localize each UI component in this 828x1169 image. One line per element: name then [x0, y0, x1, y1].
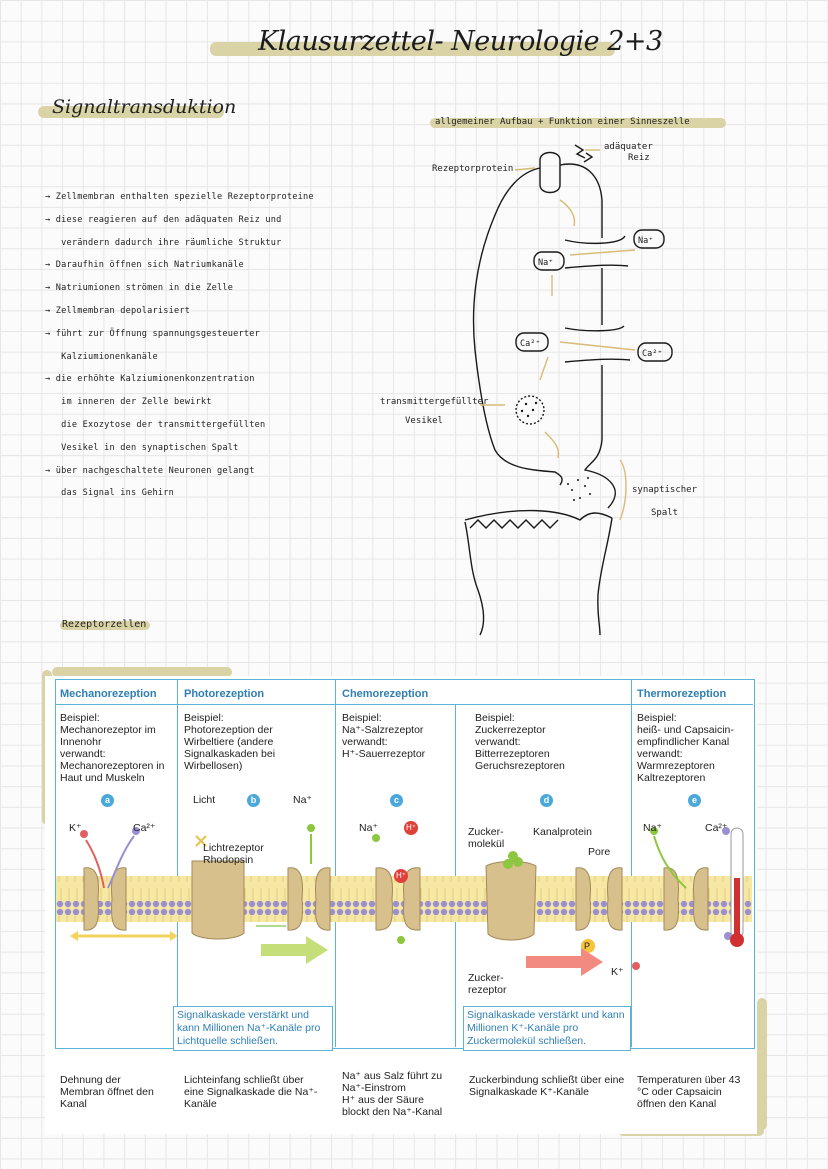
page-title: Klausurzettel- Neurologie 2+3	[258, 26, 663, 57]
ca-label-a: Ca²⁺	[133, 822, 156, 834]
badge-a: a	[101, 794, 114, 807]
adequate-stimulus-label-2: Reiz	[628, 153, 650, 163]
bottom-text-e: Temperaturen über 43 °C oder Capsaicin ö…	[637, 1074, 741, 1110]
example-a: Beispiel: Mechanorezeptor im Innenohr ve…	[60, 712, 165, 784]
bullet-item: im inneren der Zelle bewirkt	[45, 397, 212, 408]
k-label-d: K⁺	[611, 966, 624, 978]
vesicle-label-2: Vesikel	[405, 416, 443, 426]
bullet-item: → Daraufhin öffnen sich Natriumkanäle	[45, 260, 244, 271]
diagram-heading-highlight	[430, 118, 726, 128]
receptor-figure: Mechanorezeption Photorezeption Chemorez…	[45, 676, 757, 1134]
col-divider	[455, 704, 456, 1047]
bottom-text-d: Zuckerbindung schließt über eine Signalk…	[469, 1074, 625, 1098]
na-outside-label: Na⁺	[638, 236, 653, 246]
col-divider	[631, 679, 632, 1047]
vesicle-label: transmittergefüllter	[380, 397, 489, 407]
title-highlight	[210, 42, 615, 56]
bullet-item: Vesikel in den synaptischen Spalt	[45, 442, 239, 453]
membrane-illustration	[56, 821, 752, 976]
example-c: Beispiel: Na⁺-Salzrezeptor verwandt: H⁺-…	[342, 712, 426, 760]
na-label-e: Na⁺	[643, 822, 662, 834]
bottom-text-b: Lichteinfang schließt über eine Signalka…	[184, 1074, 318, 1110]
signal-heading: Signaltransduktion	[52, 96, 237, 118]
synaptic-cleft-label-2: Spalt	[651, 508, 679, 518]
ca-outside-label: Ca²⁺	[642, 349, 662, 359]
header-photo: Photorezeption	[184, 688, 265, 700]
bullet-item: das Signal ins Gehirn	[45, 488, 174, 499]
receptor-highlight	[60, 621, 150, 630]
bullet-item: → Natriumionen strömen in die Zelle	[45, 283, 234, 294]
synaptic-cleft-label: synaptischer	[632, 485, 698, 495]
receptor-cells-heading: Rezeptorzellen	[62, 619, 147, 630]
example-e: Beispiel: heiß- und Capsaicin-empfindlic…	[637, 712, 734, 784]
col-divider	[177, 679, 178, 1047]
na-label-b: Na⁺	[293, 794, 312, 806]
cascade-box-photo: Signalkaskade verstärkt und kann Million…	[173, 1006, 333, 1051]
signal-bullet-list: → Zellmembran enthalten spezielle Rezept…	[45, 186, 365, 505]
badge-e: e	[688, 794, 701, 807]
example-d: Beispiel: Zuckerrezeptor verwandt: Bitte…	[475, 712, 565, 772]
badge-b: b	[247, 794, 260, 807]
cascade-box-chemo: Signalkaskade verstärkt und kann Million…	[463, 1006, 631, 1051]
bullet-item: verändern dadurch ihre räumliche Struktu…	[45, 237, 282, 248]
bullet-item: die Exozytose der transmittergefüllten	[45, 419, 266, 430]
zuckerrezeptor-label: Zucker- rezeptor	[468, 972, 507, 996]
sensory-cell-diagram: Na⁺ Na⁺ Ca²⁺ Ca²⁺	[464, 144, 673, 636]
header-mechano: Mechanorezeption	[60, 688, 157, 700]
header-chemo: Chemorezeption	[342, 688, 429, 700]
figure-highlight-top	[52, 667, 232, 677]
receptor-protein-label: Rezeptorprotein	[432, 164, 514, 174]
zuckermolekuel-label: Zucker- molekül	[468, 826, 505, 850]
bullet-item: Kalziumionenkanäle	[45, 351, 158, 362]
ca-label-e: Ca²⁺	[705, 822, 728, 834]
lichtrezeptor-label: Lichtrezeptor Rhodopsin	[203, 842, 264, 866]
header-thermo: Thermorezeption	[637, 688, 727, 700]
phosphate-label: P	[584, 941, 591, 951]
bottom-text-c: Na⁺ aus Salz führt zu Na⁺-Einstrom H⁺ au…	[342, 1070, 443, 1118]
bullet-item: → diese reagieren auf den adäquaten Reiz…	[45, 214, 282, 225]
na-label-c: Na⁺	[359, 822, 378, 834]
example-b: Beispiel: Photorezeption der Wirbeltiere…	[184, 712, 276, 772]
pore-label: Pore	[588, 846, 611, 858]
figure-header-line	[55, 704, 753, 705]
diagram-heading: allgemeiner Aufbau + Funktion einer Sinn…	[435, 117, 690, 127]
col-divider	[335, 679, 336, 1047]
bullet-item: → die erhöhte Kalziumionenkonzentration	[45, 374, 255, 385]
bullet-item: → Zellmembran enthalten spezielle Rezept…	[45, 192, 314, 202]
bottom-text-a: Dehnung der Membran öffnet den Kanal	[60, 1074, 154, 1110]
na-inside-label: Na⁺	[538, 258, 553, 268]
kanalprotein-label: Kanalprotein	[533, 826, 592, 838]
figure-frame	[55, 679, 755, 1049]
ca-inside-label: Ca²⁺	[520, 339, 540, 349]
figure-highlight-right	[757, 998, 767, 1130]
bullet-item: → Zellmembran depolarisiert	[45, 305, 191, 316]
bullet-item: → führt zur Öffnung spannungsgesteuerter	[45, 328, 260, 339]
heading-highlight	[38, 106, 224, 118]
adequate-stimulus-label: adäquater	[604, 142, 653, 152]
k-label-a: K⁺	[69, 822, 82, 834]
bullet-item: → über nachgeschaltete Neuronen gelangt	[45, 465, 255, 476]
h-label-c-inner: H⁺	[396, 871, 406, 880]
h-label-c: H⁺	[406, 823, 416, 832]
licht-label: Licht	[193, 794, 216, 806]
badge-c: c	[390, 794, 403, 807]
badge-d: d	[540, 794, 553, 807]
